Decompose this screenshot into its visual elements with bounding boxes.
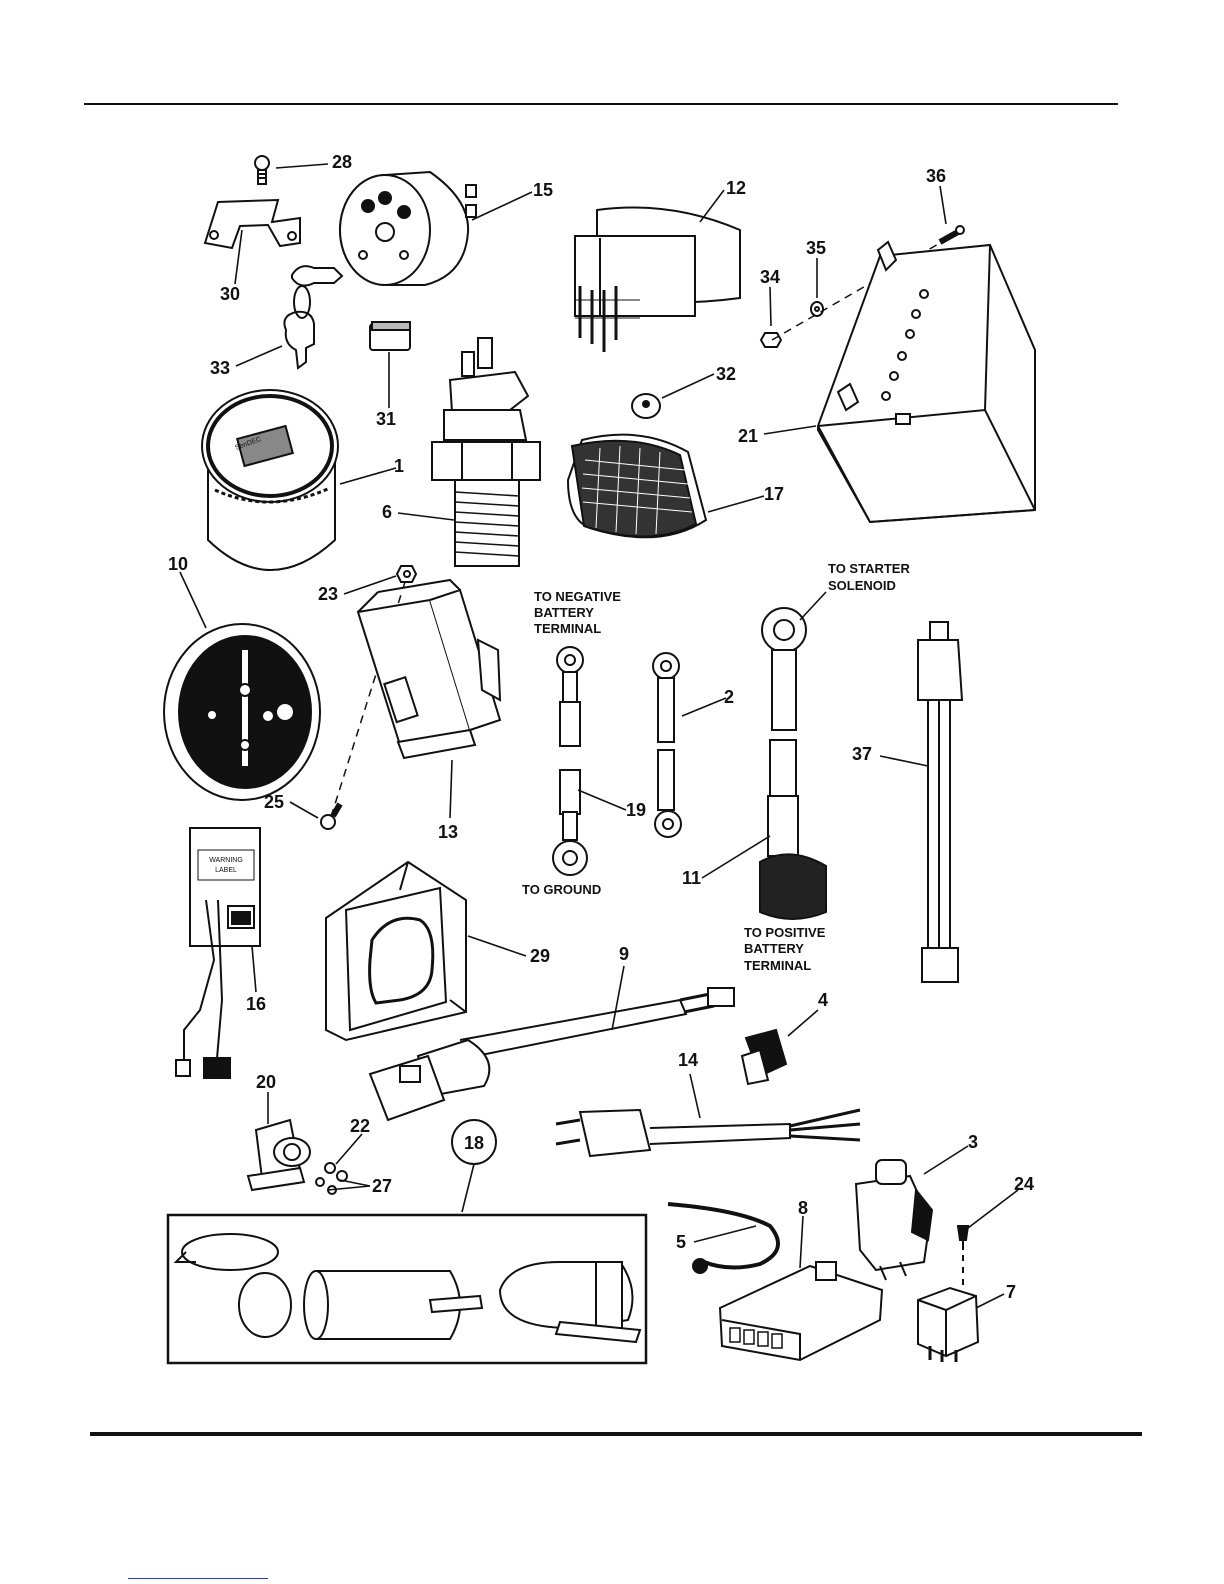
callout-22: 22 [350,1116,370,1136]
callout-23: 23 [318,584,338,604]
part-23-nut [397,566,416,582]
part-36-screw [940,226,964,242]
note-starter-line-2: SOLENOID [828,578,896,593]
part-14-power-cord [556,1110,860,1156]
warning-label-line-1: WARNING [209,857,243,864]
part-24-screw [958,1226,968,1250]
part-34-nut [761,333,781,347]
callout-36: 36 [926,166,946,186]
part-4-switch [742,1030,786,1084]
notes: TO NEGATIVE BATTERY TERMINAL TO STARTER … [522,561,910,973]
part-32-plug [632,394,660,418]
note-positive-line-2: BATTERY [744,941,804,956]
note-negative-line-1: TO NEGATIVE [534,589,621,604]
callout-29: 29 [530,946,550,966]
warning-label-line-2: LABEL [215,867,237,874]
callout-1: 1 [394,456,404,476]
part-21-battery [818,242,1035,522]
note-negative-line-2: BATTERY [534,605,594,620]
callout-8: 8 [798,1198,808,1218]
part-1-hourmeter: SenDEC [202,390,338,570]
part-31-cap [370,322,410,350]
callout-20: 20 [256,1072,276,1092]
callout-3: 3 [968,1132,978,1152]
part-7-relay [918,1288,978,1362]
part-33-keys [284,266,342,368]
callout-30: 30 [220,284,240,304]
part-15-ignition-switch [340,172,476,285]
note-positive-line-3: TERMINAL [744,958,811,973]
part-29-grommet [326,862,466,1040]
callout-7: 7 [1006,1282,1016,1302]
callout-19: 19 [626,800,646,820]
callout-32: 32 [716,364,736,384]
note-ground: TO GROUND [522,882,601,897]
callout-31: 31 [376,409,396,429]
callout-16: 16 [246,994,266,1014]
part-12-rocker-switch [575,208,740,353]
callout-10: 10 [168,554,188,574]
note-starter-line-1: TO STARTER [828,561,910,576]
part-30-bracket [205,200,300,248]
callout-35: 35 [806,238,826,258]
callout-9: 9 [619,944,629,964]
note-positive-line-1: TO POSITIVE [744,925,826,940]
note-negative-line-3: TERMINAL [534,621,601,636]
callout-27: 27 [372,1176,392,1196]
callout-37: 37 [852,744,872,764]
callout-25: 25 [264,792,284,812]
part-35-washer [811,302,823,316]
callout-14: 14 [678,1050,698,1070]
callout-15: 15 [533,180,553,200]
part-20-connector [248,1120,310,1190]
part-2-cable [653,653,681,837]
part-16-panel: WARNING LABEL [176,828,260,1078]
part-28-screw [255,156,269,184]
callout-4: 4 [818,990,828,1010]
part-13-receptacle [358,580,500,758]
part-3-relay-socket [856,1160,932,1280]
part-27-washer [316,1178,336,1194]
part-22-nut [325,1163,347,1181]
callout-33: 33 [210,358,230,378]
callout-24: 24 [1014,1174,1034,1194]
callout-34: 34 [760,267,780,287]
callout-28: 28 [332,152,352,172]
part-18-kit [168,1120,646,1363]
callout-13: 13 [438,822,458,842]
callout-21: 21 [738,426,758,446]
part-25-screw [321,804,340,829]
part-19-ground-cable [553,647,587,875]
callout-2: 2 [724,687,734,707]
callout-6: 6 [382,502,392,522]
part-10-gauge [164,624,320,800]
callout-5: 5 [676,1232,686,1252]
part-8-connector [720,1262,882,1360]
callout-12: 12 [726,178,746,198]
part-37-harness [918,622,962,982]
callout-18: 18 [464,1133,484,1153]
callout-11: 11 [682,868,701,888]
part-17-light [568,435,706,538]
part-11-battery-cable [760,608,826,919]
callout-17: 17 [764,484,784,504]
part-6-sender [432,338,540,566]
